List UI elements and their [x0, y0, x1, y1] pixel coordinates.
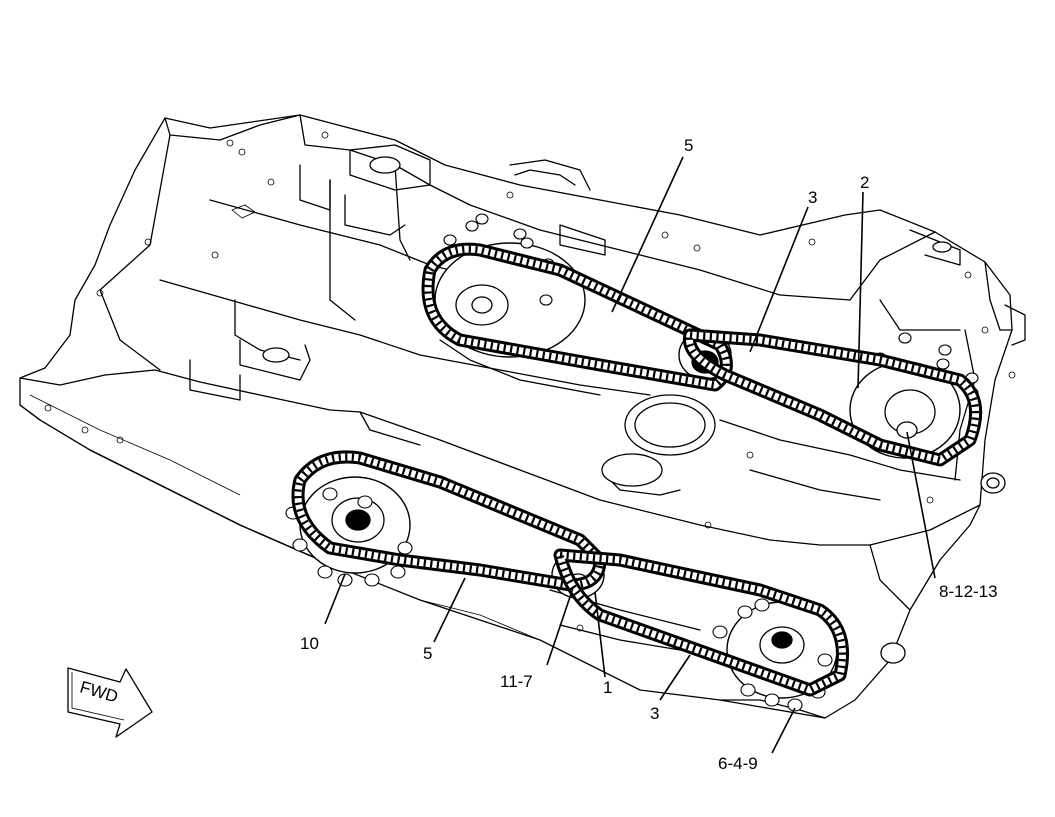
leader-lines	[324, 156, 936, 754]
callout-6-4-9: 6-4-9	[718, 754, 758, 773]
callout-labels: 5 3 2 8-12-13 10 5 11-7 1 3 6-4-9	[300, 136, 998, 773]
callout-3-bottom: 3	[650, 704, 659, 723]
upper-rear-sprocket-bolts	[443, 213, 555, 306]
leader-1	[594, 591, 606, 678]
callout-3-top: 3	[808, 188, 817, 207]
leader-5-top	[611, 156, 684, 313]
leader-10	[324, 573, 346, 625]
fwd-arrow-icon	[67, 667, 153, 738]
leader-8-12-13	[906, 431, 936, 579]
callout-5-bottom: 5	[423, 644, 432, 663]
callout-11-7: 11-7	[500, 672, 533, 691]
leader-3-bottom	[659, 654, 691, 701]
callout-2: 2	[860, 173, 869, 192]
leader-11-7	[546, 587, 574, 666]
leader-2	[857, 191, 864, 389]
machine-frame	[19, 114, 1026, 719]
upper-chain-3	[682, 328, 983, 467]
upper-chain-drive	[421, 213, 983, 467]
lower-chain-5	[291, 450, 607, 592]
upper-front-sprocket	[849, 361, 961, 459]
leader-6-4-9	[771, 707, 796, 754]
callout-10: 10	[300, 634, 319, 653]
leader-3-top	[749, 206, 809, 353]
callout-8-12-13: 8-12-13	[939, 582, 998, 601]
leader-5-bottom	[433, 577, 466, 643]
callout-5-top: 5	[684, 136, 693, 155]
lower-chain-drive	[285, 450, 849, 712]
callout-1: 1	[603, 678, 612, 697]
lower-chain-3	[553, 548, 849, 697]
fwd-arrow: FWD	[67, 667, 153, 738]
